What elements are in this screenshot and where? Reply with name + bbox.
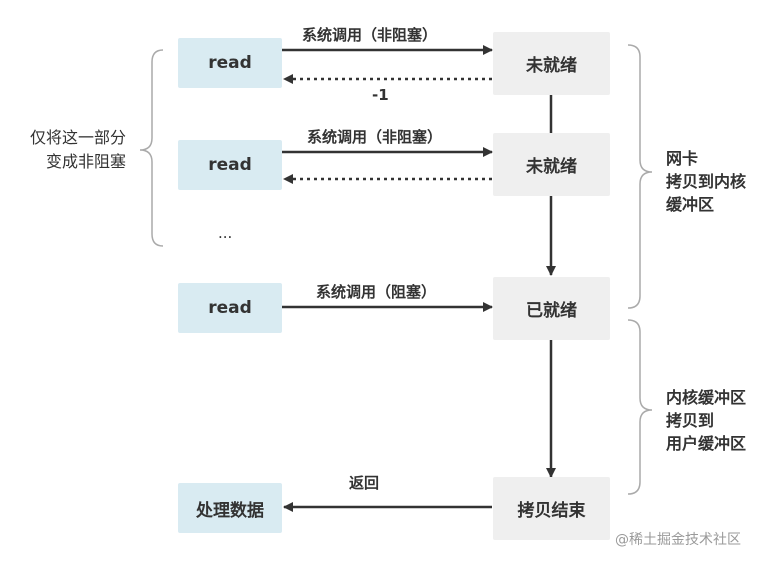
copy-done-box: 拷贝结束 bbox=[493, 477, 610, 540]
read-box-1: read bbox=[178, 38, 282, 88]
syscall-blocking-label: 系统调用（阻塞） bbox=[316, 283, 437, 301]
read-box-3: read bbox=[178, 283, 282, 333]
right-top-line-2: 拷贝到内核 bbox=[666, 172, 747, 191]
right-annotation-top: 网卡 拷贝到内核 缓冲区 bbox=[666, 147, 746, 216]
watermark: @稀土掘金技术社区 bbox=[615, 532, 741, 548]
syscall-nonblocking-label-2: 系统调用（非阻塞） bbox=[307, 128, 443, 146]
ready-box: 已就绪 bbox=[493, 277, 610, 340]
process-data-box: 处理数据 bbox=[178, 483, 282, 533]
right-top-line-1: 网卡 bbox=[666, 149, 699, 168]
right-top-line-3: 缓冲区 bbox=[666, 195, 715, 214]
syscall-nonblocking-label-1: 系统调用（非阻塞） bbox=[302, 26, 438, 44]
not-ready-box-2: 未就绪 bbox=[493, 133, 610, 196]
left-annotation-line-1: 仅将这一部分 bbox=[29, 128, 126, 147]
ellipsis: ... bbox=[218, 224, 233, 242]
right-brace-bottom bbox=[627, 319, 653, 495]
not-ready-box-1: 未就绪 bbox=[493, 32, 610, 95]
left-brace bbox=[139, 49, 164, 247]
right-annotation-bottom: 内核缓冲区 拷贝到 用户缓冲区 bbox=[666, 386, 746, 455]
right-bottom-line-3: 用户缓冲区 bbox=[666, 434, 747, 453]
left-annotation-line-2: 变成非阻塞 bbox=[45, 152, 126, 171]
right-brace-top bbox=[627, 44, 653, 309]
read-box-2: read bbox=[178, 140, 282, 190]
right-bottom-line-2: 拷贝到 bbox=[666, 411, 715, 430]
right-bottom-line-1: 内核缓冲区 bbox=[666, 388, 747, 407]
return-minus-one-label: -1 bbox=[372, 86, 389, 104]
left-annotation: 仅将这一部分 变成非阻塞 bbox=[10, 126, 126, 174]
return-label: 返回 bbox=[349, 474, 380, 492]
